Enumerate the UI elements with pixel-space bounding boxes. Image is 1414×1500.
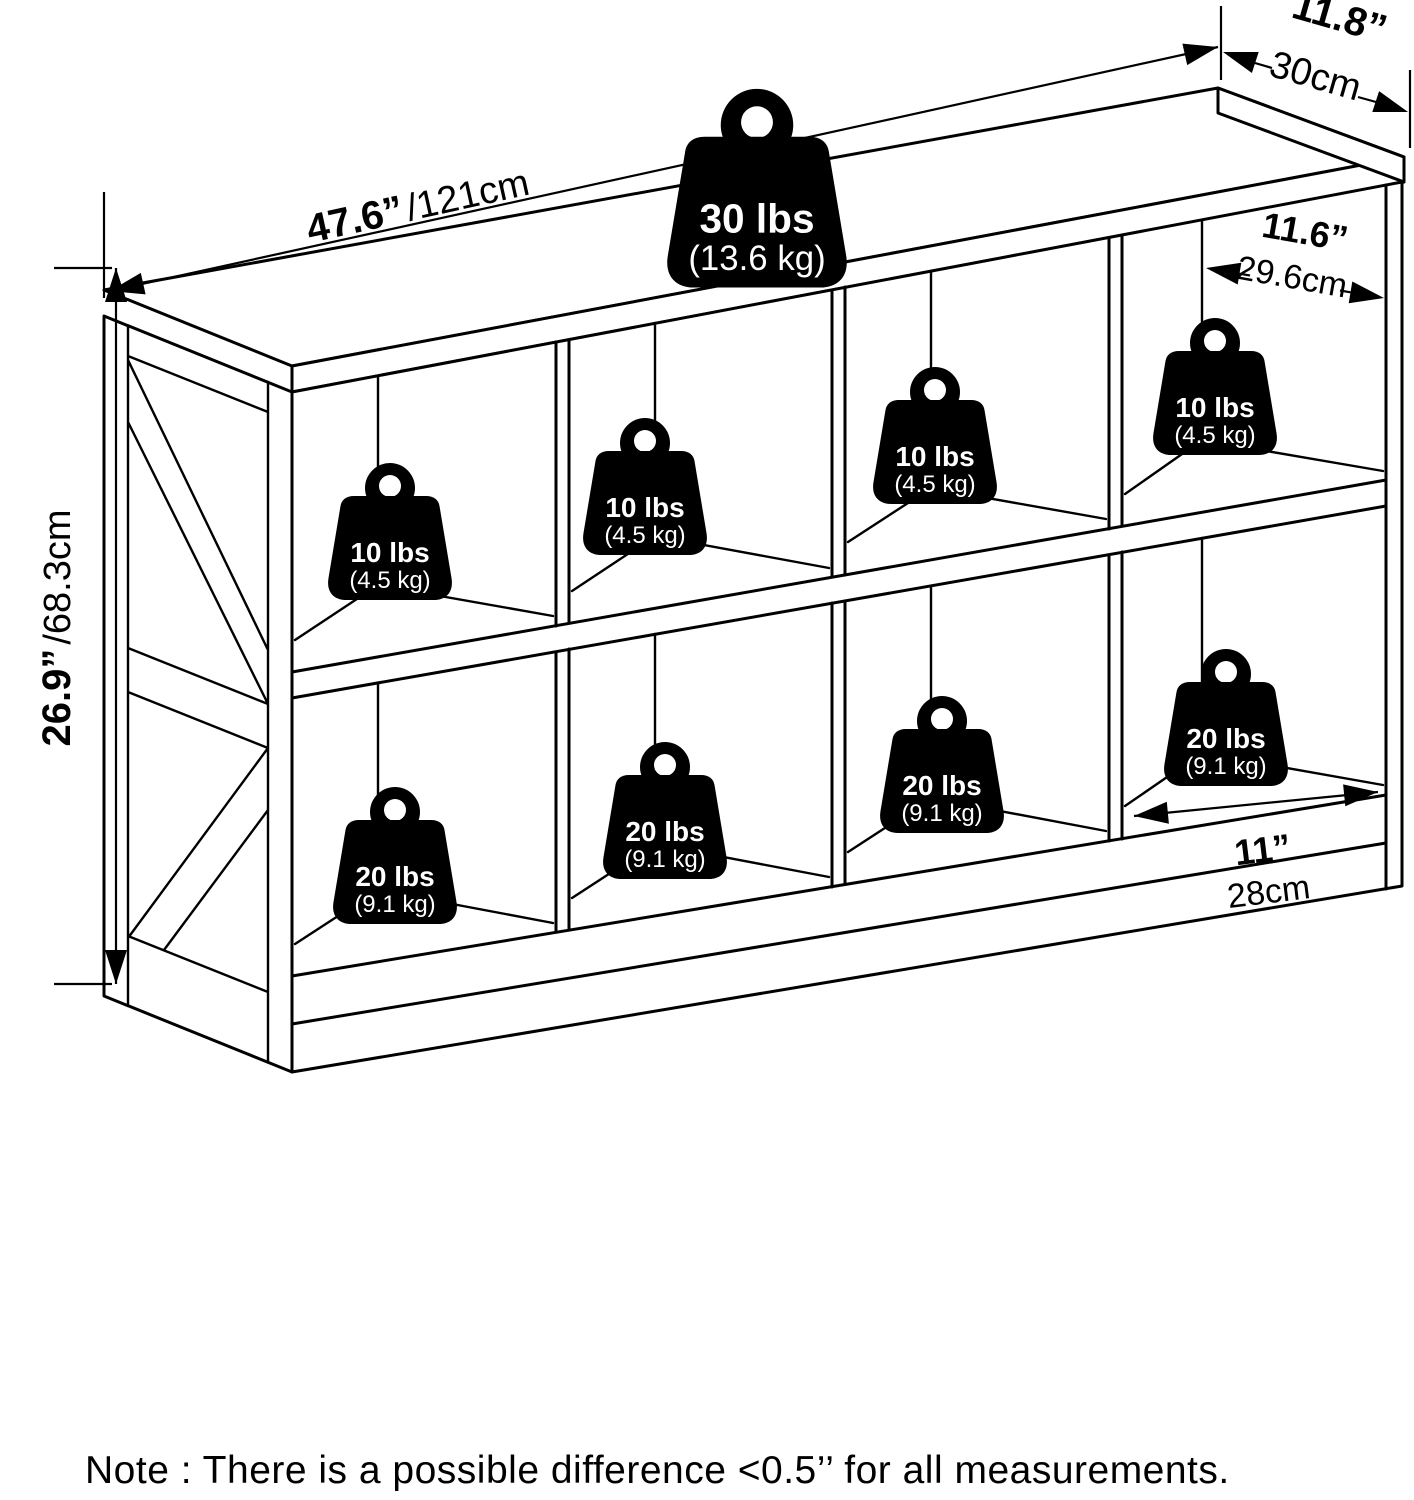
middle-shelf: [290, 478, 1388, 700]
weight-kg: (9.1 kg): [624, 846, 705, 873]
side-panel: [102, 314, 294, 1074]
weight-lbs: 20 lbs: [902, 770, 981, 801]
weight-lbs: 10 lbs: [1175, 392, 1254, 423]
arrowhead-down-icon: [105, 950, 127, 984]
weight-badge-cube-4: 10 lbs (4.5 kg): [1153, 318, 1277, 455]
arrowhead-left-icon: [1223, 52, 1259, 73]
weight-lbs: 10 lbs: [895, 441, 974, 472]
weight-lbs: 10 lbs: [605, 492, 684, 523]
weight-lbs: 30 lbs: [699, 195, 814, 241]
measurement-note: Note : There is a possible difference <0…: [85, 1449, 1230, 1492]
arrowhead-left-icon: [1206, 262, 1242, 285]
weight-lbs: 20 lbs: [625, 816, 704, 847]
cube-depth-inches: 11”: [1232, 826, 1293, 874]
weight-kg: (13.6 kg): [688, 239, 825, 278]
weight-kg: (4.5 kg): [1174, 422, 1255, 449]
overall-height-label: 26.9”/68.3cm: [35, 509, 79, 746]
arrowhead-left-icon: [1134, 801, 1169, 824]
weight-kg: (9.1 kg): [1185, 753, 1266, 780]
weight-badge-cube-1: 10 lbs (4.5 kg): [328, 463, 452, 600]
arrowhead-right-icon: [1182, 43, 1218, 66]
weight-badge-cube-2: 10 lbs (4.5 kg): [583, 418, 707, 555]
overall-depth-cm: 30cm: [1265, 43, 1366, 109]
weight-badge-cube-6: 20 lbs (9.1 kg): [603, 742, 727, 879]
weight-kg: (4.5 kg): [349, 567, 430, 594]
cabinet-drawing: [102, 86, 1406, 1074]
weight-kg: (9.1 kg): [901, 800, 982, 827]
weight-kg: (9.1 kg): [354, 891, 435, 918]
weight-badge-cube-7: 20 lbs (9.1 kg): [880, 696, 1004, 833]
arrowhead-right-icon: [1343, 784, 1378, 807]
arrowhead-right-icon: [1348, 281, 1384, 304]
arrowhead-right-icon: [1372, 91, 1408, 112]
weight-lbs: 10 lbs: [350, 537, 429, 568]
weight-badge-top-surface: 30 lbs (13.6 kg): [667, 88, 847, 288]
weight-kg: (4.5 kg): [604, 522, 685, 549]
overall-depth-inches: 11.8”: [1288, 0, 1392, 52]
dimension-overall-height: 26.9”/68.3cm: [35, 266, 127, 986]
bottom-shelf: [290, 793, 1388, 1026]
weight-lbs: 20 lbs: [1186, 723, 1265, 754]
arrowhead-up-icon: [105, 268, 127, 302]
cube-grid: [290, 180, 1404, 1074]
weight-kg: (4.5 kg): [894, 471, 975, 498]
weight-badge-cube-3: 10 lbs (4.5 kg): [873, 367, 997, 504]
weight-lbs: 20 lbs: [355, 861, 434, 892]
weight-badge-cube-8: 20 lbs (9.1 kg): [1164, 649, 1288, 786]
cube-dividers: [554, 233, 1124, 934]
weight-badge-cube-5: 20 lbs (9.1 kg): [333, 787, 457, 924]
